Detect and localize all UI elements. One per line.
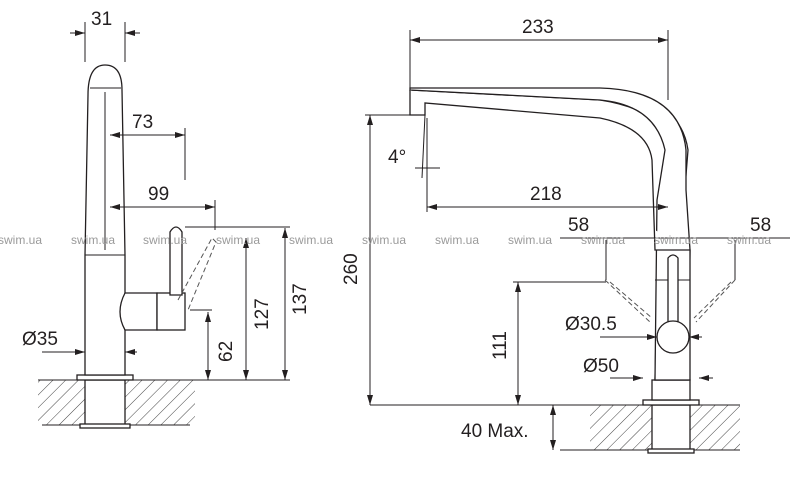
mounting-pipe-front [651,404,691,451]
dim-angle: 4° [388,147,406,168]
dim-127: 127 [252,298,273,330]
base-plate-front [642,399,700,406]
dim-40-max: 40 Max. [461,421,529,442]
watermark: swim.ua [435,233,479,247]
watermark: swim.ua [216,233,260,247]
dim-111: 111 [490,331,511,360]
watermark: swim.ua [581,233,625,247]
dim-233: 233 [522,17,554,38]
front-view: 233 218 4° 260 58 58 111 Ø30.5 Ø50 40 Ma… [341,17,790,454]
dim-diameter-30-5: Ø30.5 [565,314,617,335]
dim-137: 137 [290,283,311,315]
lever-front [667,254,679,323]
dim-99: 99 [148,184,169,205]
watermark: swim.ua [362,233,406,247]
handle-lever-up [169,226,183,296]
dim-diameter-50: Ø50 [583,356,619,377]
lever-knob [656,320,690,354]
watermark: swim.ua [727,233,771,247]
watermark-row: swim.ua swim.ua swim.ua swim.ua swim.ua … [0,233,771,247]
mounting-pipe [84,379,126,426]
watermark: swim.ua [0,233,42,247]
dim-lever-right-58: 58 [750,215,771,236]
dim-lever-left-58: 58 [568,215,589,236]
handle-mount [119,292,158,331]
dim-73: 73 [132,112,153,133]
watermark: swim.ua [289,233,333,247]
watermark: swim.ua [654,233,698,247]
watermark: swim.ua [143,233,187,247]
dim-218: 218 [530,184,562,205]
watermark: swim.ua [508,233,552,247]
watermark: swim.ua [71,233,115,247]
dim-260: 260 [341,253,362,285]
handle-lever [156,292,186,331]
dim-31: 31 [91,9,112,30]
dim-62: 62 [216,341,237,362]
dim-diameter-35: Ø35 [22,329,58,350]
spout-outline [409,87,691,381]
side-view: 31 73 99 Ø35 62 127 137 [22,9,311,429]
base-plate [76,374,134,381]
